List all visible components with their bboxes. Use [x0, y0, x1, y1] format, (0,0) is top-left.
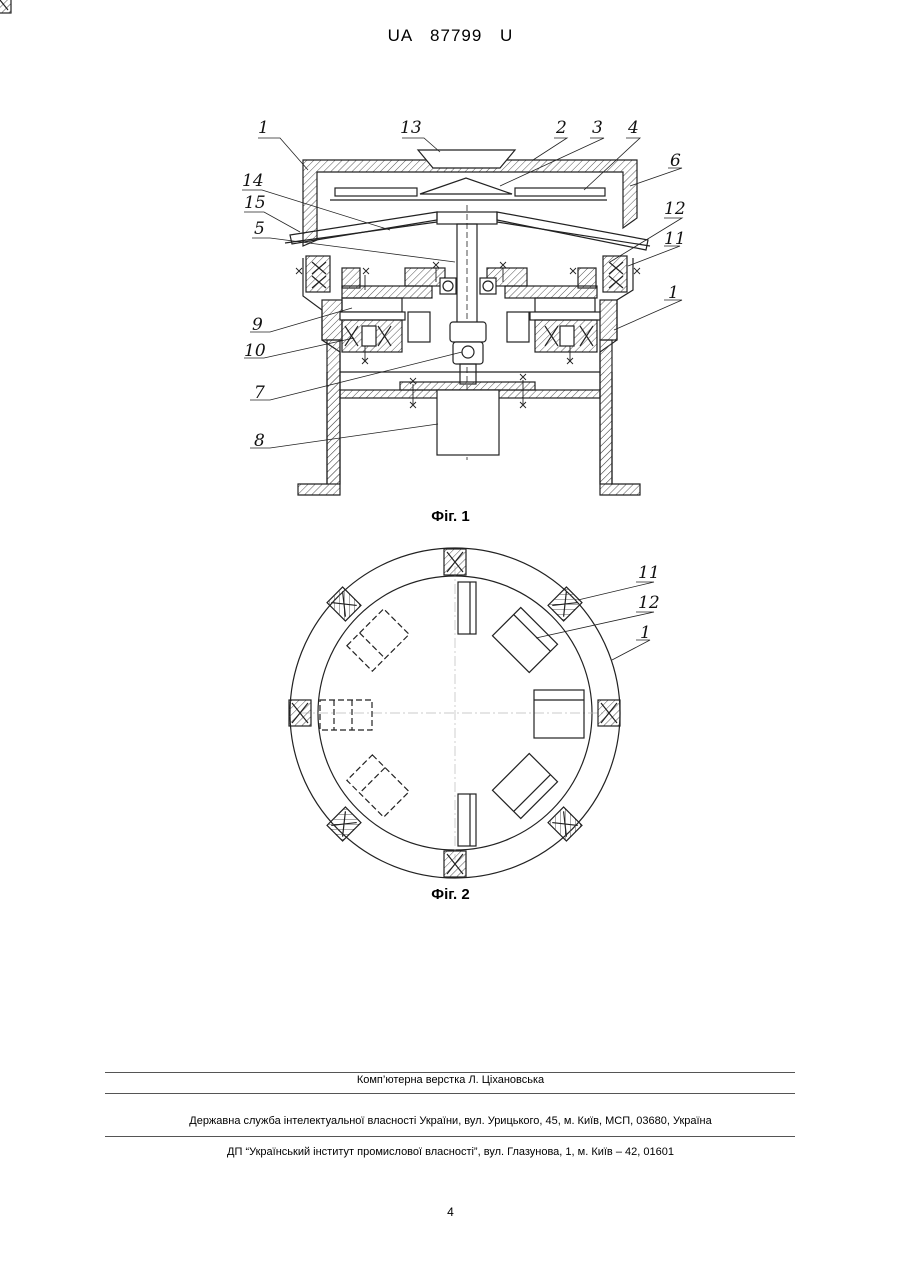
- fig1-label-3: 3: [592, 118, 603, 138]
- footer-office-address: Державна служба інтелектуальної власност…: [0, 1115, 901, 1127]
- fig1-label-12: 12: [664, 199, 686, 219]
- fig1-label-8: 8: [254, 431, 265, 451]
- fig1-label-2: 2: [555, 118, 567, 138]
- fig2-label-12: 12: [638, 593, 660, 613]
- fig1-label-6: 6: [670, 151, 681, 171]
- fig1-label-9: 9: [252, 315, 263, 335]
- figure-1-caption: Фіг. 1: [0, 508, 901, 525]
- fig1-label-4: 4: [627, 118, 639, 138]
- fig1-label-1-right: 1: [668, 283, 679, 303]
- footer-institute-address: ДП “Український інститут промислової вла…: [0, 1146, 901, 1158]
- fig1-label-7: 7: [254, 383, 265, 403]
- fig2-label-1: 1: [640, 623, 651, 643]
- footer-rule-middle: [105, 1093, 795, 1094]
- fig1-label-11: 11: [664, 229, 686, 249]
- page-number: 4: [0, 1205, 901, 1219]
- fig1-label-5: 5: [254, 219, 265, 239]
- footer-rule-top: [105, 1072, 795, 1073]
- fig1-label-1-top: 1: [258, 118, 269, 138]
- figure-1-drawing: [242, 138, 682, 495]
- figure-2-caption: Фіг. 2: [0, 886, 901, 903]
- fig1-label-14: 14: [242, 171, 264, 191]
- fig2-label-11: 11: [638, 563, 660, 583]
- footer-typesetter: Комп’ютерна верстка Л. Ціхановська: [0, 1074, 901, 1086]
- footer-rule-bottom: [105, 1136, 795, 1137]
- fig1-label-15: 15: [244, 193, 266, 213]
- fig1-label-13: 13: [400, 118, 422, 138]
- fig1-label-10: 10: [244, 341, 266, 361]
